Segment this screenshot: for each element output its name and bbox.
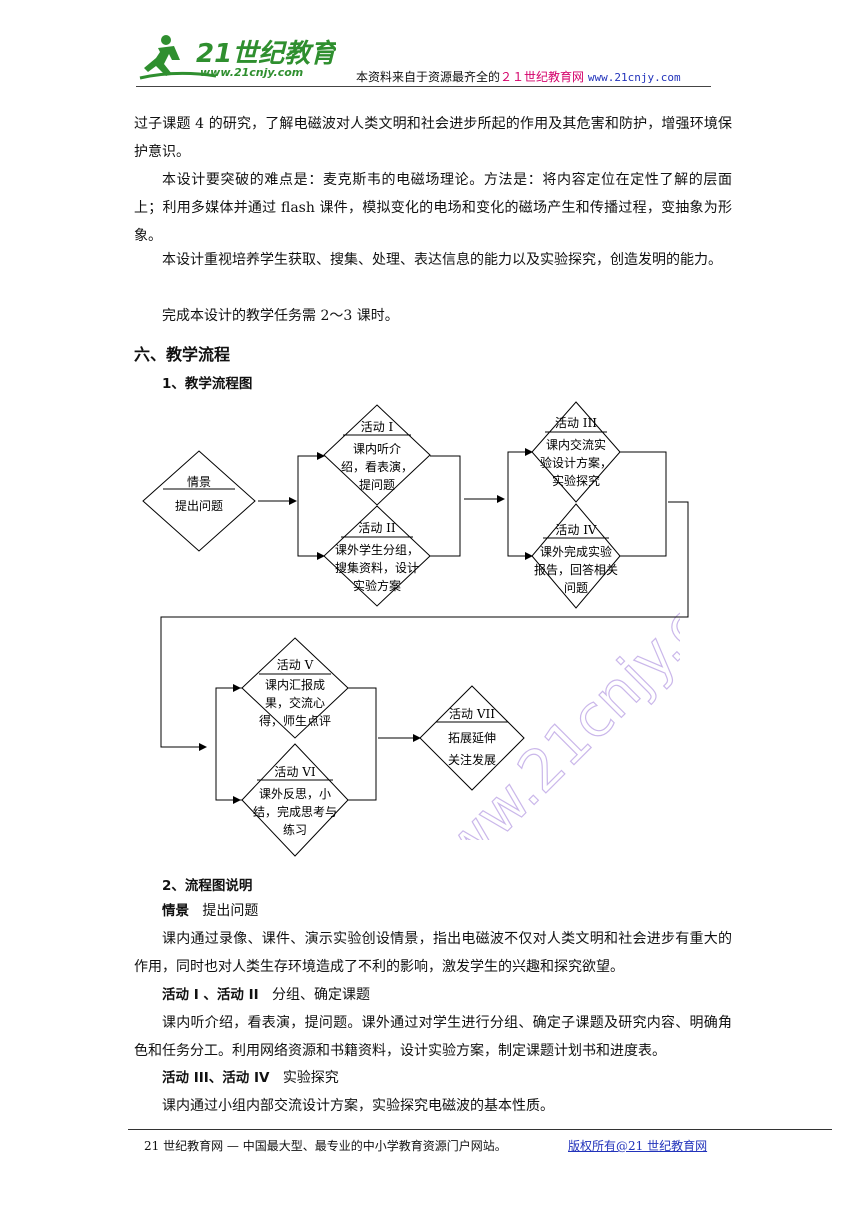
flow-node-a7-body-0: 拓展延伸 bbox=[448, 731, 496, 745]
explain-label-1: 情景 bbox=[162, 903, 189, 919]
paragraph-2: 本设计要突破的难点是：麦克斯韦的电磁场理论。方法是：将内容定位在定性了解的层面上… bbox=[134, 172, 732, 244]
flow-node-a1-body-1: 绍，看表演， bbox=[341, 459, 413, 474]
watermark: www.21cnjy.com bbox=[394, 526, 680, 840]
flow-node-a2-body-1: 搜集资料，设计 bbox=[335, 560, 419, 575]
flow-node-a3-body-0: 课内交流实 bbox=[546, 437, 606, 452]
explain-heading-2: 活动 I 、活动 II 分组、确定课题 bbox=[162, 981, 732, 1009]
flow-node-a2-body-0: 课外学生分组， bbox=[335, 542, 419, 557]
header-site-link[interactable]: ２１世纪教育网 bbox=[500, 70, 585, 84]
explain-topic-2: 分组、确定课题 bbox=[272, 987, 371, 1003]
paragraph-4: 完成本设计的教学任务需 2～3 课时。 bbox=[162, 308, 399, 324]
flow-node-a5-body-0: 课内汇报成 bbox=[265, 677, 325, 692]
flow-node-a4-title: 活动 IV bbox=[555, 523, 597, 537]
flow-node-start-title: 情景 bbox=[187, 475, 211, 489]
footer-divider bbox=[128, 1129, 832, 1130]
teaching-flowchart: 情景 提出问题 活动 I 课内听介 绍，看表演， 提问题 活动 II 课外学生分… bbox=[142, 401, 689, 857]
site-logo: 21世纪教育 www.21cnjy.com bbox=[139, 35, 336, 80]
flow-node-a3-title: 活动 III bbox=[555, 416, 597, 430]
explain-label-3: 活动 III、活动 IV bbox=[162, 1070, 270, 1086]
logo-url: www.21cnjy.com bbox=[200, 66, 303, 79]
footer-copyright-link[interactable]: 版权所有@21 世纪教育网 bbox=[568, 1139, 708, 1153]
flow-node-a2-title: 活动 II bbox=[358, 521, 396, 535]
flow-node-a3-body-1: 验设计方案， bbox=[540, 455, 612, 470]
header-url-link[interactable]: www.21cnjy.com bbox=[587, 71, 681, 84]
explain-label-2: 活动 I 、活动 II bbox=[162, 987, 259, 1003]
header-divider bbox=[136, 86, 711, 87]
section-title: 六、教学流程 bbox=[134, 345, 231, 364]
flow-node-a5-body-1: 果，交流心 bbox=[265, 695, 325, 710]
subsection-flowchart-title: 1、教学流程图 bbox=[162, 376, 253, 392]
flow-node-start-shape bbox=[142, 450, 256, 552]
explain-text-1: 课内通过录像、课件、演示实验创设情景，指出电磁波不仅对人类文明和社会进步有重大的… bbox=[134, 931, 732, 975]
flow-node-a5-body-2: 得，师生点评 bbox=[259, 713, 331, 728]
flow-node-start-body-0: 提出问题 bbox=[175, 498, 223, 513]
paragraph-1: 过子课题 4 的研究，了解电磁波对人类文明和社会进步所起的作用及其危害和防护，增… bbox=[134, 116, 732, 160]
flow-node-a1-title: 活动 I bbox=[361, 420, 394, 434]
flow-node-a1-body-2: 提问题 bbox=[359, 477, 395, 492]
flow-node-a6-title: 活动 VI bbox=[274, 765, 315, 779]
flow-node-a1-body-0: 课内听介 bbox=[353, 442, 401, 456]
explain-text-3: 课内通过小组内部交流设计方案，实验探究电磁波的基本性质。 bbox=[162, 1098, 554, 1114]
flow-node-a4-body-2: 问题 bbox=[564, 581, 588, 595]
flow-node-a6-body-1: 结，完成思考与 bbox=[253, 804, 337, 819]
flow-node-a4-body-0: 课外完成实验 bbox=[540, 544, 612, 559]
header-prefix: 本资料来自于资源最齐全的 bbox=[356, 70, 501, 84]
footer-text: 21 世纪教育网 — 中国最大型、最专业的中小学教育资源门户网站。 bbox=[144, 1139, 507, 1153]
flow-node-a5-title: 活动 V bbox=[277, 658, 314, 672]
flow-node-a2-body-2: 实验方案 bbox=[353, 578, 401, 593]
flow-node-a6-body-2: 练习 bbox=[283, 822, 307, 837]
subsection-explain-title: 2、流程图说明 bbox=[162, 878, 253, 894]
paragraph-3: 本设计重视培养学生获取、搜集、处理、表达信息的能力以及实验探究，创造发明的能力。 bbox=[162, 252, 722, 268]
runner-icon bbox=[139, 35, 217, 80]
flow-node-a7-title: 活动 VII bbox=[449, 707, 495, 721]
logo-text: 21世纪教育 bbox=[196, 39, 336, 69]
flow-node-a6-body-0: 课外反思，小 bbox=[259, 787, 331, 801]
header-source: 本资料来自于资源最齐全的２１世纪教育网 www.21cnjy.com bbox=[356, 68, 681, 85]
explain-topic-3: 实验探究 bbox=[282, 1070, 339, 1086]
explain-topic-1: 提出问题 bbox=[202, 903, 259, 919]
explain-heading-3: 活动 III、活动 IV 实验探究 bbox=[162, 1064, 732, 1092]
explain-text-2: 课内听介绍，看表演，提问题。课外通过对学生进行分组、确定子课题及研究内容、明确角… bbox=[134, 1015, 732, 1059]
flow-node-a7-body-1: 关注发展 bbox=[448, 752, 496, 767]
explain-heading-1: 情景 提出问题 bbox=[162, 897, 732, 925]
flow-node-a4-body-1: 报告，回答相关 bbox=[534, 562, 618, 577]
flow-node-a3-body-2: 实验探究 bbox=[552, 473, 600, 488]
